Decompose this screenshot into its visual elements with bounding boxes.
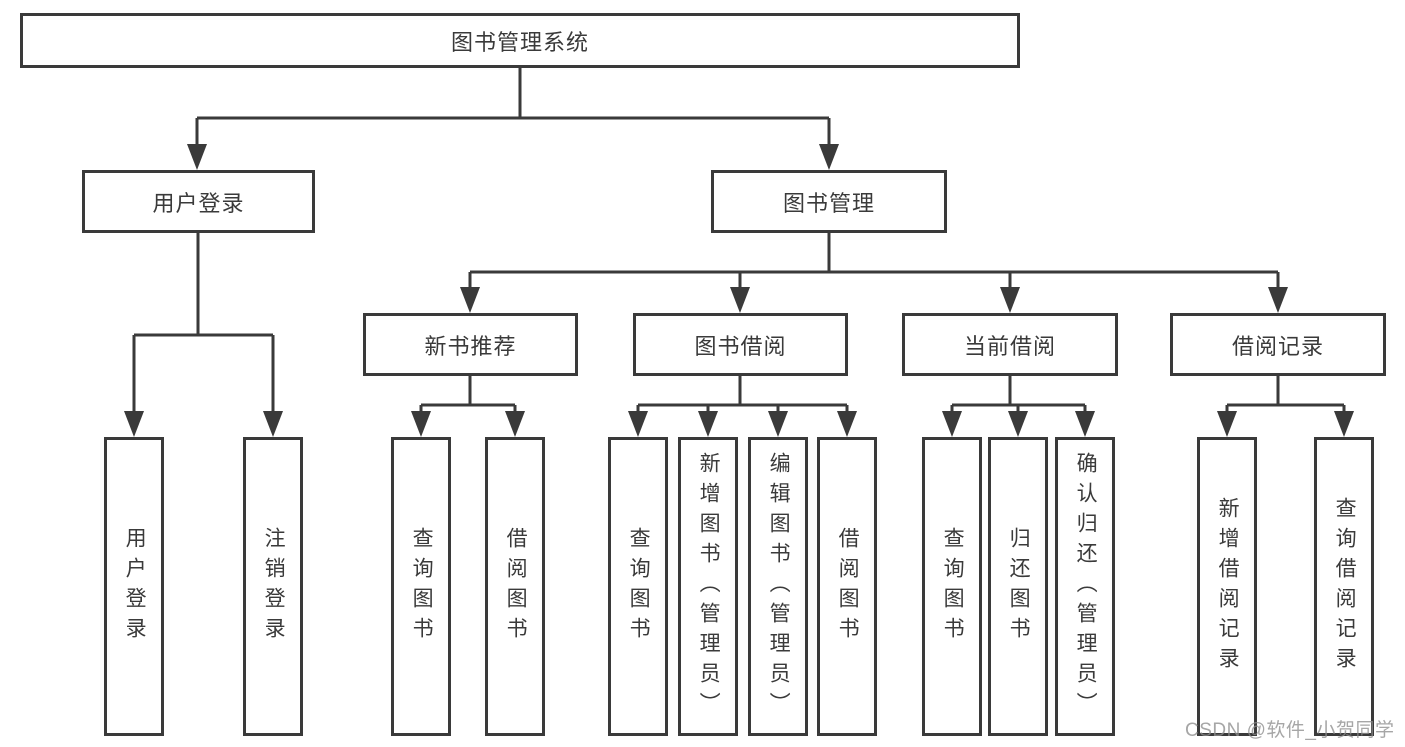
connector-book-borrow-children: [636, 376, 849, 411]
arrowhead-down-icon: [698, 411, 718, 437]
leaf-user-login-label: 用户登录: [123, 526, 147, 647]
node-borrowing-records: 借阅记录: [1170, 313, 1386, 376]
node-root: 图书管理系统: [20, 13, 1020, 68]
leaf-borrow-books-recommend: 借阅图书: [485, 437, 545, 736]
leaf-borrow-books-recommend-label: 借阅图书: [504, 526, 528, 647]
leaf-confirm-return-admin: 确认归还（管理员）: [1055, 437, 1115, 736]
leaf-query-borrow-record-label: 查询借阅记录: [1333, 496, 1357, 677]
node-current-borrowing: 当前借阅: [902, 313, 1118, 376]
node-user-login: 用户登录: [82, 170, 315, 233]
arrowhead-down-icon: [1000, 287, 1020, 313]
leaf-logout-label: 注销登录: [262, 526, 286, 647]
arrowhead-down-icon: [837, 411, 857, 437]
leaf-add-books-admin-label: 新增图书（管理员）: [697, 451, 721, 722]
leaf-query-books-current-label: 查询图书: [941, 526, 965, 647]
arrowhead-down-icon: [628, 411, 648, 437]
leaf-borrow-books-borrow: 借阅图书: [817, 437, 877, 736]
leaf-confirm-return-admin-label: 确认归还（管理员）: [1074, 451, 1098, 722]
arrowhead-down-icon: [942, 411, 962, 437]
leaf-logout: 注销登录: [243, 437, 303, 736]
arrowhead-down-icon: [505, 411, 525, 437]
arrowhead-down-icon: [730, 287, 750, 313]
node-book-management-label: 图书管理: [782, 190, 875, 216]
leaf-return-books: 归还图书: [988, 437, 1048, 736]
connector-borrow-record-children: [1225, 376, 1346, 411]
watermark: CSDN @软件_小贺同学: [1185, 720, 1395, 741]
leaf-add-borrow-record-label: 新增借阅记录: [1216, 496, 1240, 677]
arrowhead-down-icon: [819, 144, 839, 170]
leaf-add-books-admin: 新增图书（管理员）: [678, 437, 738, 736]
leaf-query-books-recommend-label: 查询图书: [410, 526, 434, 647]
leaf-query-books-recommend: 查询图书: [391, 437, 451, 736]
arrowhead-down-icon: [1008, 411, 1028, 437]
leaf-query-borrow-record: 查询借阅记录: [1314, 437, 1374, 736]
node-user-login-label: 用户登录: [152, 190, 245, 216]
node-book-borrowing-label: 图书借阅: [694, 333, 787, 359]
leaf-borrow-books-borrow-label: 借阅图书: [836, 526, 860, 647]
leaf-user-login: 用户登录: [104, 437, 164, 736]
node-book-management: 图书管理: [711, 170, 947, 233]
leaf-query-books-current: 查询图书: [922, 437, 982, 736]
leaf-query-books-borrow-label: 查询图书: [627, 526, 651, 647]
connector-new-book-children: [419, 376, 517, 411]
arrowhead-down-icon: [1075, 411, 1095, 437]
connector-book-mgmt-children: [468, 233, 1280, 287]
node-new-book-recommendation-label: 新书推荐: [424, 333, 517, 359]
arrowhead-down-icon: [1334, 411, 1354, 437]
connector-user-login-children: [132, 233, 275, 411]
node-new-book-recommendation: 新书推荐: [363, 313, 578, 376]
connector-current-borrow-children: [950, 376, 1087, 411]
arrowhead-down-icon: [768, 411, 788, 437]
arrowhead-down-icon: [1268, 287, 1288, 313]
connector-root-to-level2: [195, 68, 831, 144]
leaf-edit-books-admin-label: 编辑图书（管理员）: [767, 451, 791, 722]
leaf-return-books-label: 归还图书: [1007, 526, 1031, 647]
leaf-edit-books-admin: 编辑图书（管理员）: [748, 437, 808, 736]
arrowhead-down-icon: [124, 411, 144, 437]
arrowhead-down-icon: [187, 144, 207, 170]
leaf-query-books-borrow: 查询图书: [608, 437, 668, 736]
node-book-borrowing: 图书借阅: [633, 313, 848, 376]
arrowhead-down-icon: [263, 411, 283, 437]
arrowhead-down-icon: [460, 287, 480, 313]
node-root-label: 图书管理系统: [450, 29, 589, 55]
arrowhead-down-icon: [411, 411, 431, 437]
node-borrowing-records-label: 借阅记录: [1231, 333, 1324, 359]
node-current-borrowing-label: 当前借阅: [963, 333, 1056, 359]
arrowhead-down-icon: [1217, 411, 1237, 437]
leaf-add-borrow-record: 新增借阅记录: [1197, 437, 1257, 736]
